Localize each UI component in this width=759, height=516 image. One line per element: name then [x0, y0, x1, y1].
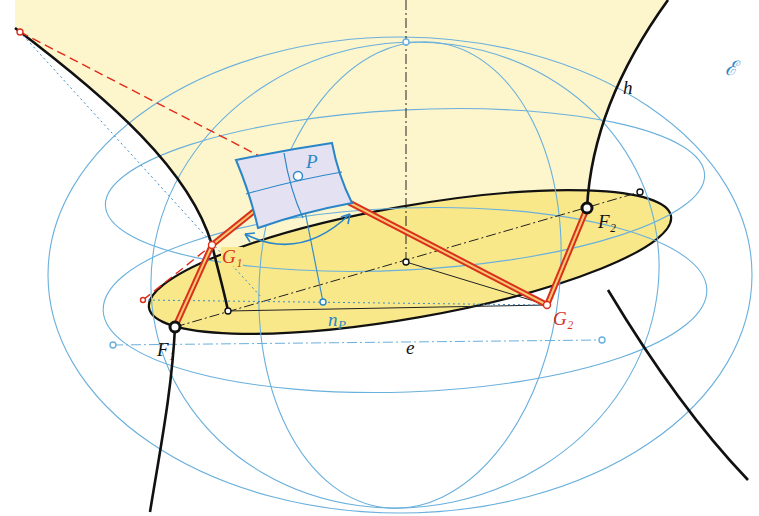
focus-label: F₂ [597, 212, 617, 231]
ellipsoid-wireframe [48, 0, 752, 516]
angle-arc [245, 214, 350, 244]
focus-label: F₁ [156, 340, 176, 359]
light-path [175, 176, 587, 327]
normal-subscript: P [337, 318, 347, 331]
points [17, 29, 643, 348]
normal-label: n [327, 310, 339, 329]
surface-patch [236, 143, 352, 228]
axes [175, 0, 640, 327]
hyperbola [15, 0, 748, 512]
axis-blue [113, 340, 602, 345]
point-label: G₂ [552, 309, 574, 328]
ellipsoid-label: ℰ [724, 58, 738, 78]
ellipse-label: e [405, 338, 415, 357]
point-label: G₁ [221, 247, 243, 266]
point-label: P [305, 152, 319, 171]
hyperbola-label: h [622, 78, 634, 97]
focal-ellipse [139, 161, 680, 363]
